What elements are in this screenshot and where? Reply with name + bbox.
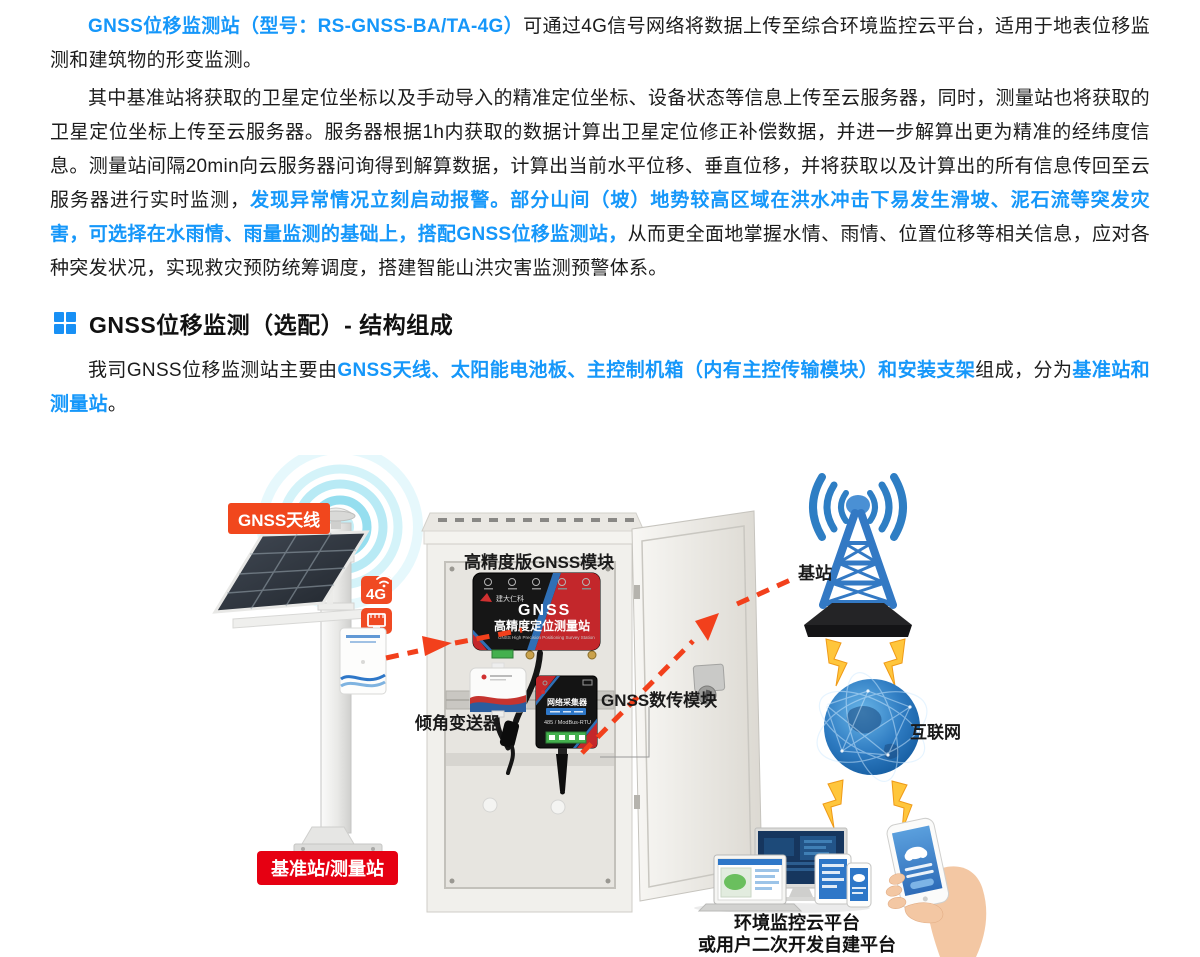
svg-text:建大仁科: 建大仁科 <box>496 594 524 603</box>
svg-text:GNSS: GNSS <box>518 602 571 619</box>
section-header: GNSS位移监测（选配）- 结构组成 <box>54 306 1150 340</box>
network-collector-device: 网络采集器 485 / ModBus-RTU <box>535 675 598 795</box>
platform-label-line2: 或用户二次开发自建平台 <box>698 935 896 955</box>
section-title: GNSS位移监测（选配）- 结构组成 <box>89 312 454 338</box>
alert-highlight-text: 发现异常情况立刻启动报警。部分山间（坡）地势较高区域在洪水冲击下易发生滑坡、泥石… <box>50 190 1150 245</box>
phone-device <box>846 862 872 908</box>
4g-icon: 4G <box>361 575 392 604</box>
cables <box>494 650 543 775</box>
intro-paragraph-1-text: 可通过4G信号网络将数据上传至综合环境监控云平台，适用于地表位移监测和建筑物的形… <box>50 16 1150 71</box>
laptop-device <box>697 854 803 912</box>
model-highlight-text: GNSS位移监测站（型号：RS-GNSS-BA/TA-4G） <box>88 16 524 37</box>
cabinet-screws <box>449 566 611 884</box>
gnss-module-label: 高精度版GNSS模块 <box>464 553 615 572</box>
internet-label: 互联网 <box>910 723 961 742</box>
door-lock-icon <box>692 663 726 705</box>
tilt-sensor-device <box>469 662 527 718</box>
base-station-label: 基站 <box>798 564 832 583</box>
lightning-bolt-icon <box>822 779 844 829</box>
document-text: GNSS位移监测站（型号：RS-GNSS-BA/TA-4G）可通过4G信号网络将… <box>0 0 1200 422</box>
tablet-device <box>814 853 852 905</box>
composition-text-b: 组成，分为 <box>975 360 1073 381</box>
platform-label-line1: 环境监控云平台 <box>734 913 860 933</box>
composition-text-a: 我司GNSS位移监测站主要由 <box>88 360 338 381</box>
lightning-bolt-icons <box>822 638 913 832</box>
intro-paragraph-2-text-b: 从而更全面地掌握水情、雨情、位置位移等相关信息，应对各种突发状况，实现救灾预防统… <box>50 224 1150 279</box>
svg-text:高精度定位测量站: 高精度定位测量站 <box>494 618 590 633</box>
din-rail-lower <box>446 753 614 766</box>
composition-text-c: 。 <box>107 394 128 415</box>
svg-text:GNSS High Precision Positionin: GNSS High Precision Positioning Survey S… <box>498 635 595 640</box>
gnss-module-device: 建大仁科 GNSS 高精度定位测量站 GNSS High Precision P… <box>472 572 601 660</box>
lightning-bolt-icon <box>883 638 906 687</box>
hand-with-phone <box>885 817 987 957</box>
section-bullet-icon <box>54 312 76 334</box>
hand-thumb <box>904 902 944 924</box>
arrowhead-1 <box>422 636 452 656</box>
dashed-arrow-cabinet-to-basestation <box>580 574 799 755</box>
phone-in-hand <box>886 817 950 910</box>
composition-paragraph: 我司GNSS位移监测站主要由GNSS天线、太阳能电池板、主控制机箱（内有主控传输… <box>50 354 1150 422</box>
solar-panel <box>212 530 370 629</box>
lightning-bolt-icon <box>825 638 848 687</box>
tilt-sensor-label: 倾角变送器 <box>415 714 500 733</box>
svg-text:4G: 4G <box>366 586 386 603</box>
signal-tower-icon <box>804 473 912 637</box>
svg-text:网络采集器: 网络采集器 <box>547 697 588 707</box>
brand-logo-icon <box>480 593 492 602</box>
stations-highlight-text: 基准站和测量站 <box>50 360 1150 415</box>
cloud-platform-devices <box>694 827 872 913</box>
label-leader-line <box>600 707 650 758</box>
structure-diagram: 4G <box>0 455 1200 957</box>
antenna-tag-label: GNSS天线 <box>228 503 331 534</box>
station-tag-label: 基准站/测量站 <box>257 851 399 885</box>
structure-diagram-art: 4G <box>212 455 987 957</box>
components-highlight-text: GNSS天线、太阳能电池板、主控制机箱（内有主控传输模块）和安装支架 <box>337 360 976 381</box>
dashed-arrow-station-to-cabinet <box>385 627 523 661</box>
data-module-label: GNSS数传模块 <box>601 691 718 710</box>
lightning-bolt-icon <box>891 780 913 832</box>
svg-text:485 / ModBus-RTU: 485 / ModBus-RTU <box>544 720 591 726</box>
hand-fingers <box>885 873 944 924</box>
cabinet-vent-slots <box>438 518 634 522</box>
globe-icon <box>816 672 928 782</box>
pole-control-box <box>339 627 387 695</box>
intro-paragraph-2: 其中基准站将获取的卫星定位坐标以及手动导入的精准定位坐标、设备状态等信息上传至云… <box>50 82 1150 286</box>
arrowhead-2 <box>695 613 719 641</box>
intro-paragraph-2-text-a: 其中基准站将获取的卫星定位坐标以及手动导入的精准定位坐标、设备状态等信息上传至云… <box>50 88 1150 211</box>
intro-paragraph-1: GNSS位移监测站（型号：RS-GNSS-BA/TA-4G）可通过4G信号网络将… <box>50 10 1150 78</box>
